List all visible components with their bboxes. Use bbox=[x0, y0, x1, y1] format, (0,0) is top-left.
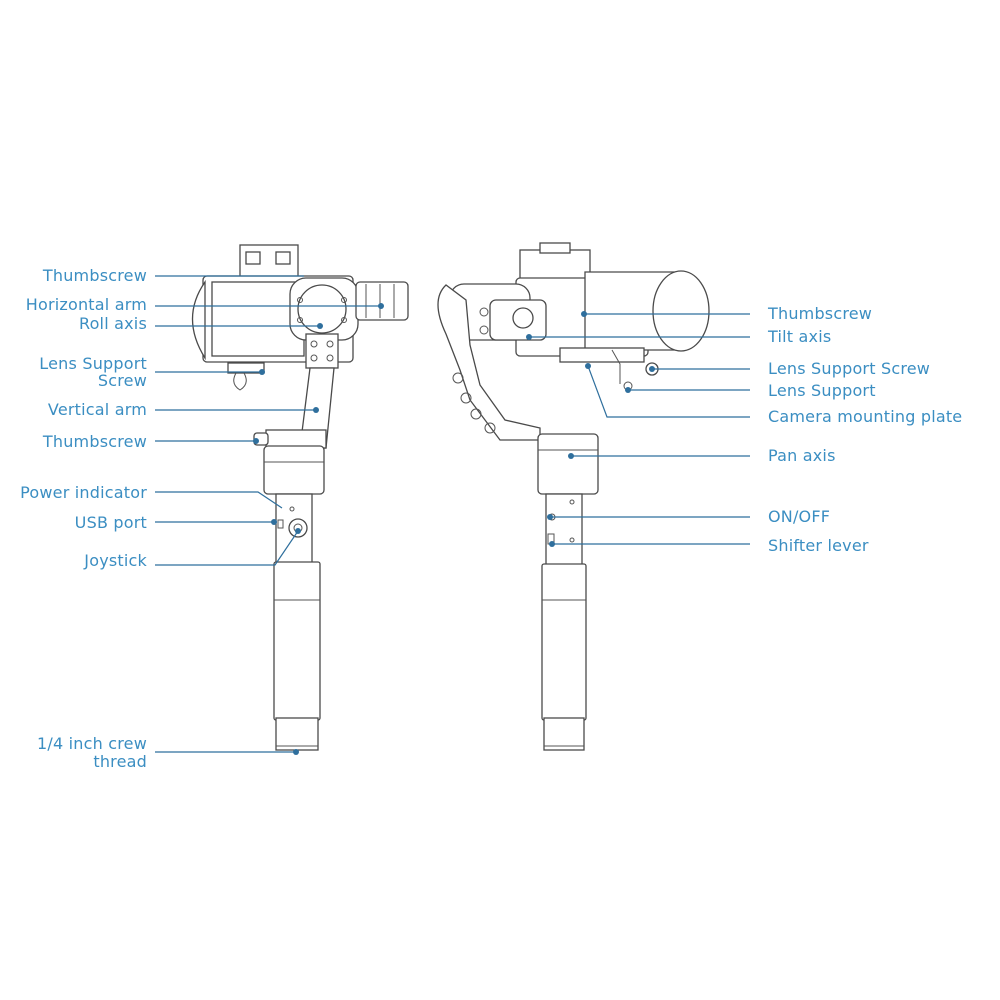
label-thumbscrew-bottom: Thumbscrew bbox=[42, 432, 147, 451]
label-joystick: Joystick bbox=[84, 551, 147, 570]
label-lens-support-screw-line1: Lens Support bbox=[39, 354, 147, 373]
label-thumbscrew-right: Thumbscrew bbox=[768, 304, 873, 323]
label-power-indicator: Power indicator bbox=[20, 483, 147, 502]
label-camera-mounting-plate: Camera mounting plate bbox=[768, 407, 963, 426]
label-shifter-lever: Shifter lever bbox=[768, 536, 869, 555]
label-vertical-arm: Vertical arm bbox=[47, 400, 147, 419]
label-horizontal-arm: Horizontal arm bbox=[25, 295, 147, 314]
label-screw-thread-line2: thread bbox=[93, 752, 147, 771]
left-gimbal-illustration bbox=[191, 244, 409, 751]
label-thumbscrew-top: Thumbscrew bbox=[42, 266, 147, 285]
right-leader-lines bbox=[526, 311, 750, 547]
label-lens-support: Lens Support bbox=[768, 381, 876, 400]
label-screw-thread-line1: 1/4 inch crew bbox=[37, 734, 147, 753]
right-gimbal-illustration bbox=[437, 242, 710, 751]
left-leader-lines bbox=[155, 275, 384, 755]
label-roll-axis: Roll axis bbox=[78, 314, 147, 333]
label-tilt-axis: Tilt axis bbox=[768, 327, 832, 346]
label-usb-port: USB port bbox=[74, 513, 147, 532]
label-lens-support-screw-right: Lens Support Screw bbox=[768, 359, 931, 378]
label-on-off: ON/OFF bbox=[768, 507, 831, 526]
label-lens-support-screw-line2: Screw bbox=[97, 371, 147, 390]
label-pan-axis: Pan axis bbox=[768, 446, 836, 465]
